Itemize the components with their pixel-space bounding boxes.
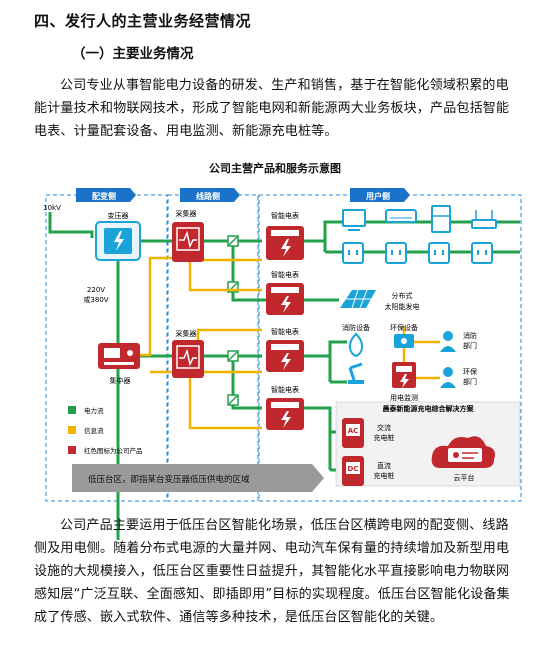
dc-charger-label-2: 充电桩 <box>374 471 395 480</box>
meter-icon-4 <box>266 398 304 430</box>
monitoring-label: 用电监测 <box>390 393 418 402</box>
env-dept-label-1: 环保 <box>463 367 477 376</box>
meter-icon-1 <box>266 226 304 260</box>
socket-icons <box>342 242 493 264</box>
meter-label-2: 智能电表 <box>271 270 299 279</box>
legend-label-info: 信息流 <box>84 426 104 435</box>
header-line: 线路侧 <box>180 188 240 202</box>
voltage-out-label-2: 或380V <box>83 295 108 304</box>
ac-charger-label-1: 交流 <box>377 423 391 432</box>
legend-swatch-product <box>68 446 76 454</box>
charging-solution-label: 晨泰新能源充电综合解决方案 <box>383 404 475 413</box>
subsection-title: （一）主要业务情况 <box>72 46 194 62</box>
socket-holes <box>348 250 487 255</box>
section-title: 四、发行人的主营业务经营情况 <box>34 12 252 30</box>
monitoring-device-icon <box>392 362 416 388</box>
concentrator-label: 集中器 <box>110 376 131 385</box>
solar-label-1: 分布式 <box>392 291 413 300</box>
robot-arm-icon <box>348 362 364 384</box>
cloud-platform-icon <box>431 436 495 468</box>
concentrator-icon <box>98 343 140 369</box>
legend-label-product: 红色图标为公司产品 <box>84 446 143 455</box>
zone-distribution <box>45 194 168 502</box>
meter-icon-3 <box>266 340 304 372</box>
meter-label-1: 智能电表 <box>271 211 299 220</box>
collector-icon-2 <box>172 340 204 378</box>
solar-panel-icon <box>340 289 376 309</box>
env-dept-label-2: 部门 <box>463 377 477 386</box>
svg-text:DC: DC <box>348 465 359 473</box>
svg-text:用户侧: 用户侧 <box>365 191 390 201</box>
header-distribution: 配变侧 <box>76 188 136 202</box>
svg-text:线路侧: 线路侧 <box>196 191 220 201</box>
collector-label-2: 采集器 <box>176 329 197 338</box>
fire-dept-label-1: 消防 <box>463 331 477 340</box>
env-monitor-icon <box>394 334 414 348</box>
fire-dept-icon <box>440 331 456 352</box>
svg-text:AC: AC <box>348 427 359 435</box>
header-user: 用户侧 <box>350 188 410 202</box>
charging-solution-box <box>335 401 521 487</box>
paragraph-intro: 公司专业从事智能电力设备的研发、生产和销售，基于在智能化领域积累的电能计量技术和… <box>34 78 510 139</box>
fire-dept-label-2: 部门 <box>463 341 477 350</box>
router-icon <box>471 210 497 229</box>
meter-icon-2 <box>266 283 304 315</box>
dc-charger-label-1: 直流 <box>377 461 391 470</box>
voltage-out-label-1: 220V <box>87 286 105 294</box>
env-equipment-label: 环保设备 <box>390 323 418 332</box>
legend-swatch-power <box>68 406 76 414</box>
collector-icon-1 <box>172 222 204 262</box>
footer-arrow-label: 低压台区，即指某台变压器低压供电的区域 <box>88 474 250 485</box>
solar-label-2: 太阳能发电 <box>385 302 420 311</box>
fridge-icon <box>431 205 451 233</box>
env-dept-icon <box>440 367 456 388</box>
dc-charger-icon: DC <box>342 456 364 486</box>
fire-icon <box>349 332 363 358</box>
legend-label-power: 电力流 <box>84 406 104 415</box>
legend-swatch-info <box>68 426 76 434</box>
legend: 电力流 信息流 红色图标为公司产品 <box>68 406 143 455</box>
air-conditioner-icon <box>385 209 417 223</box>
transformer-label: 变压器 <box>108 211 129 220</box>
zone-user <box>258 194 522 502</box>
cloud-platform-label: 云平台 <box>454 473 475 482</box>
paragraph-application: 公司产品主要运用于低压台区智能化场景，低压台区横跨电网的配变侧、线路侧及用电侧。… <box>34 518 510 625</box>
tv-icon <box>342 209 366 231</box>
meter-label-4: 智能电表 <box>271 385 299 394</box>
fire-equipment-label: 消防设备 <box>342 323 370 332</box>
meter-label-3: 智能电表 <box>271 327 299 336</box>
transformer-icon <box>95 221 141 261</box>
ac-charger-label-2: 充电桩 <box>374 433 395 442</box>
svg-text:配变侧: 配变侧 <box>92 191 116 201</box>
footer-arrow: 低压台区，即指某台变压器低压供电的区域 <box>72 464 324 492</box>
voltage-in-label: 10kV <box>43 204 61 212</box>
collector-label-1: 采集器 <box>176 209 197 218</box>
ac-charger-icon: AC <box>342 418 364 448</box>
figure-title: 公司主营产品和服务示意图 <box>209 162 341 175</box>
